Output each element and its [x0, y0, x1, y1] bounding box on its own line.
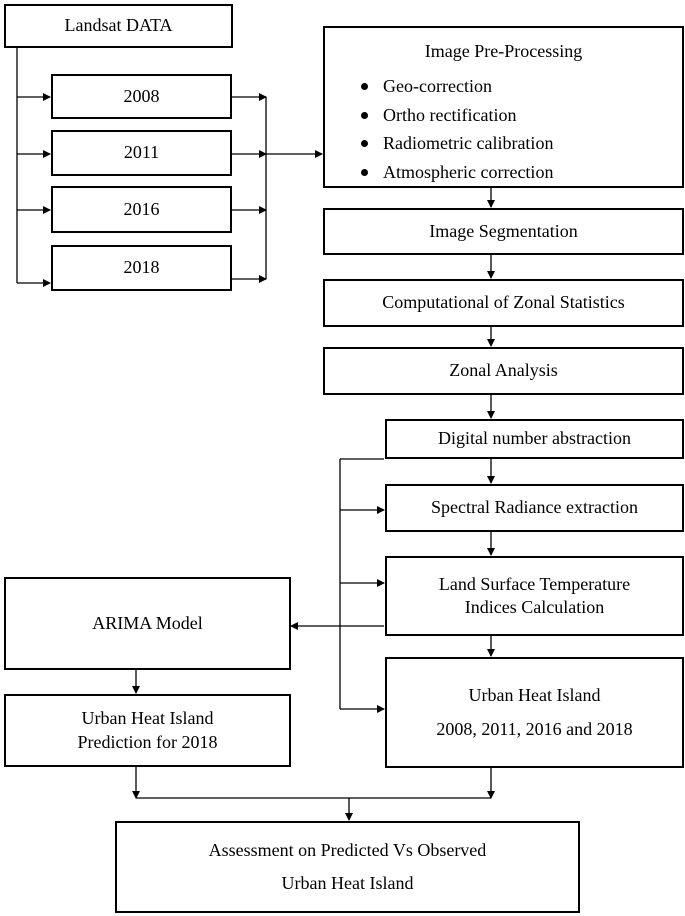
- zonal-statistics-box: Computational of Zonal Statistics: [323, 279, 684, 327]
- preprocessing-step: Radiometric calibration: [361, 132, 553, 155]
- year-label: 2011: [123, 142, 160, 163]
- lst-line2: Indices Calculation: [464, 597, 605, 617]
- spectral-radiance-box: Spectral Radiance extraction: [385, 484, 684, 532]
- zonal-statistics-label: Computational of Zonal Statistics: [382, 292, 625, 313]
- zonal-analysis-label: Zonal Analysis: [449, 360, 558, 381]
- preprocessing-step: Atmospheric correction: [361, 161, 553, 184]
- uhi-box: Urban Heat Island 2008, 2011, 2016 and 2…: [385, 657, 684, 768]
- assessment-line2: Urban Heat Island: [281, 873, 414, 893]
- year-2011-box: 2011: [51, 130, 232, 176]
- preprocessing-steps-list: Geo-correction Ortho rectification Radio…: [361, 73, 553, 189]
- year-label: 2018: [123, 257, 160, 278]
- assessment-line1: Assessment on Predicted Vs Observed: [208, 839, 487, 860]
- year-2018-box: 2018: [51, 245, 232, 291]
- digital-number-label: Digital number abstraction: [438, 428, 631, 449]
- preprocessing-step: Geo-correction: [361, 75, 553, 98]
- spectral-radiance-label: Spectral Radiance extraction: [431, 497, 638, 518]
- prediction-box: Urban Heat Island Prediction for 2018: [4, 694, 291, 767]
- landsat-data-box: Landsat DATA: [4, 4, 233, 48]
- lst-box: Land Surface Temperature Indices Calcula…: [385, 556, 684, 636]
- uhi-line1: Urban Heat Island: [468, 685, 601, 706]
- zonal-analysis-box: Zonal Analysis: [323, 347, 684, 395]
- segmentation-box: Image Segmentation: [323, 208, 684, 255]
- prediction-line1: Urban Heat Island: [81, 708, 214, 729]
- year-2008-box: 2008: [51, 74, 232, 119]
- preprocessing-step: Ortho rectification: [361, 104, 553, 127]
- year-label: 2016: [123, 198, 160, 219]
- preprocessing-box: Image Pre-Processing Geo-correction Orth…: [323, 26, 684, 188]
- landsat-data-label: Landsat DATA: [64, 15, 173, 36]
- year-label: 2008: [123, 85, 160, 106]
- prediction-line2: Prediction for 2018: [77, 731, 218, 752]
- segmentation-label: Image Segmentation: [429, 220, 578, 241]
- arima-label: ARIMA Model: [92, 612, 203, 633]
- year-2016-box: 2016: [51, 186, 232, 233]
- arima-box: ARIMA Model: [4, 577, 291, 670]
- lst-line1: Land Surface Temperature: [438, 573, 631, 594]
- assessment-box: Assessment on Predicted Vs Observed Urba…: [115, 821, 580, 913]
- preprocessing-title: Image Pre-Processing: [424, 41, 583, 61]
- uhi-line2: 2008, 2011, 2016 and 2018: [436, 718, 633, 739]
- digital-number-box: Digital number abstraction: [385, 419, 684, 459]
